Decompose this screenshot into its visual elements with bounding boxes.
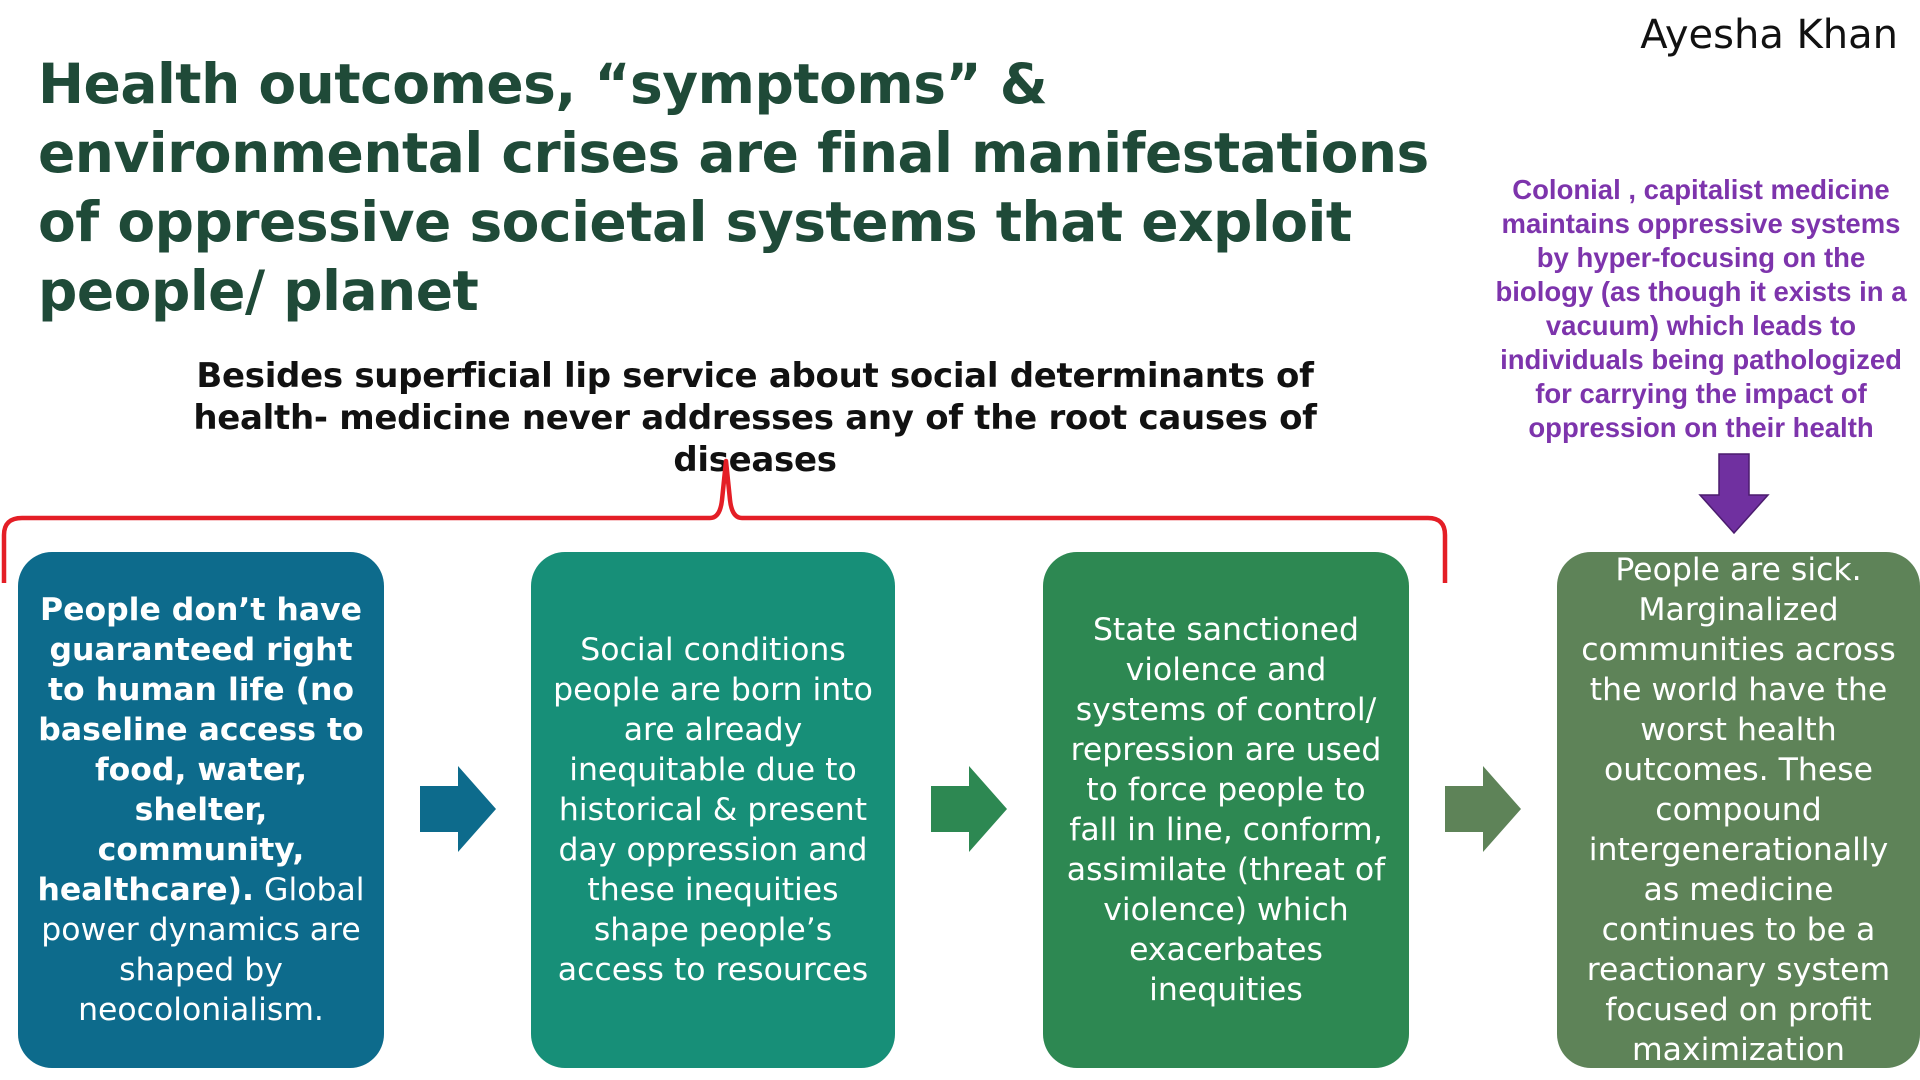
brace-caption: Besides superficial lip service about so… [193,356,1317,480]
down-arrow-icon [1698,453,1770,535]
page-title: Health outcomes, “symptoms” & environmen… [38,52,1429,323]
flow-box-rights: People don’t have guaranteed right to hu… [18,552,384,1068]
flow-box-rights-normal: Global power dynamics are shaped by neoc… [41,872,365,1028]
curly-brace [1,458,1448,583]
flow-box-health-outcomes: People are sick. Marginalized communitie… [1557,552,1920,1068]
flow-box-social-conditions-text: Social conditions people are born into a… [553,632,873,988]
flow-box-rights-bold: People don’t have guaranteed right to hu… [37,592,364,908]
flow-box-rights-text: People don’t have guaranteed right to hu… [34,590,368,1030]
side-note: Colonial , capitalist medicine maintains… [1495,174,1907,443]
right-arrow-icon [1445,766,1521,852]
author-name: Ayesha Khan [1640,12,1898,58]
right-arrow-icon [931,766,1007,852]
flow-box-health-outcomes-text: People are sick. Marginalized communitie… [1581,552,1896,1068]
flow-box-state-violence-text: State sanctioned violence and systems of… [1066,612,1386,1008]
right-arrow-icon [420,766,496,852]
flow-box-state-violence: State sanctioned violence and systems of… [1043,552,1409,1068]
flow-box-social-conditions: Social conditions people are born into a… [531,552,895,1068]
